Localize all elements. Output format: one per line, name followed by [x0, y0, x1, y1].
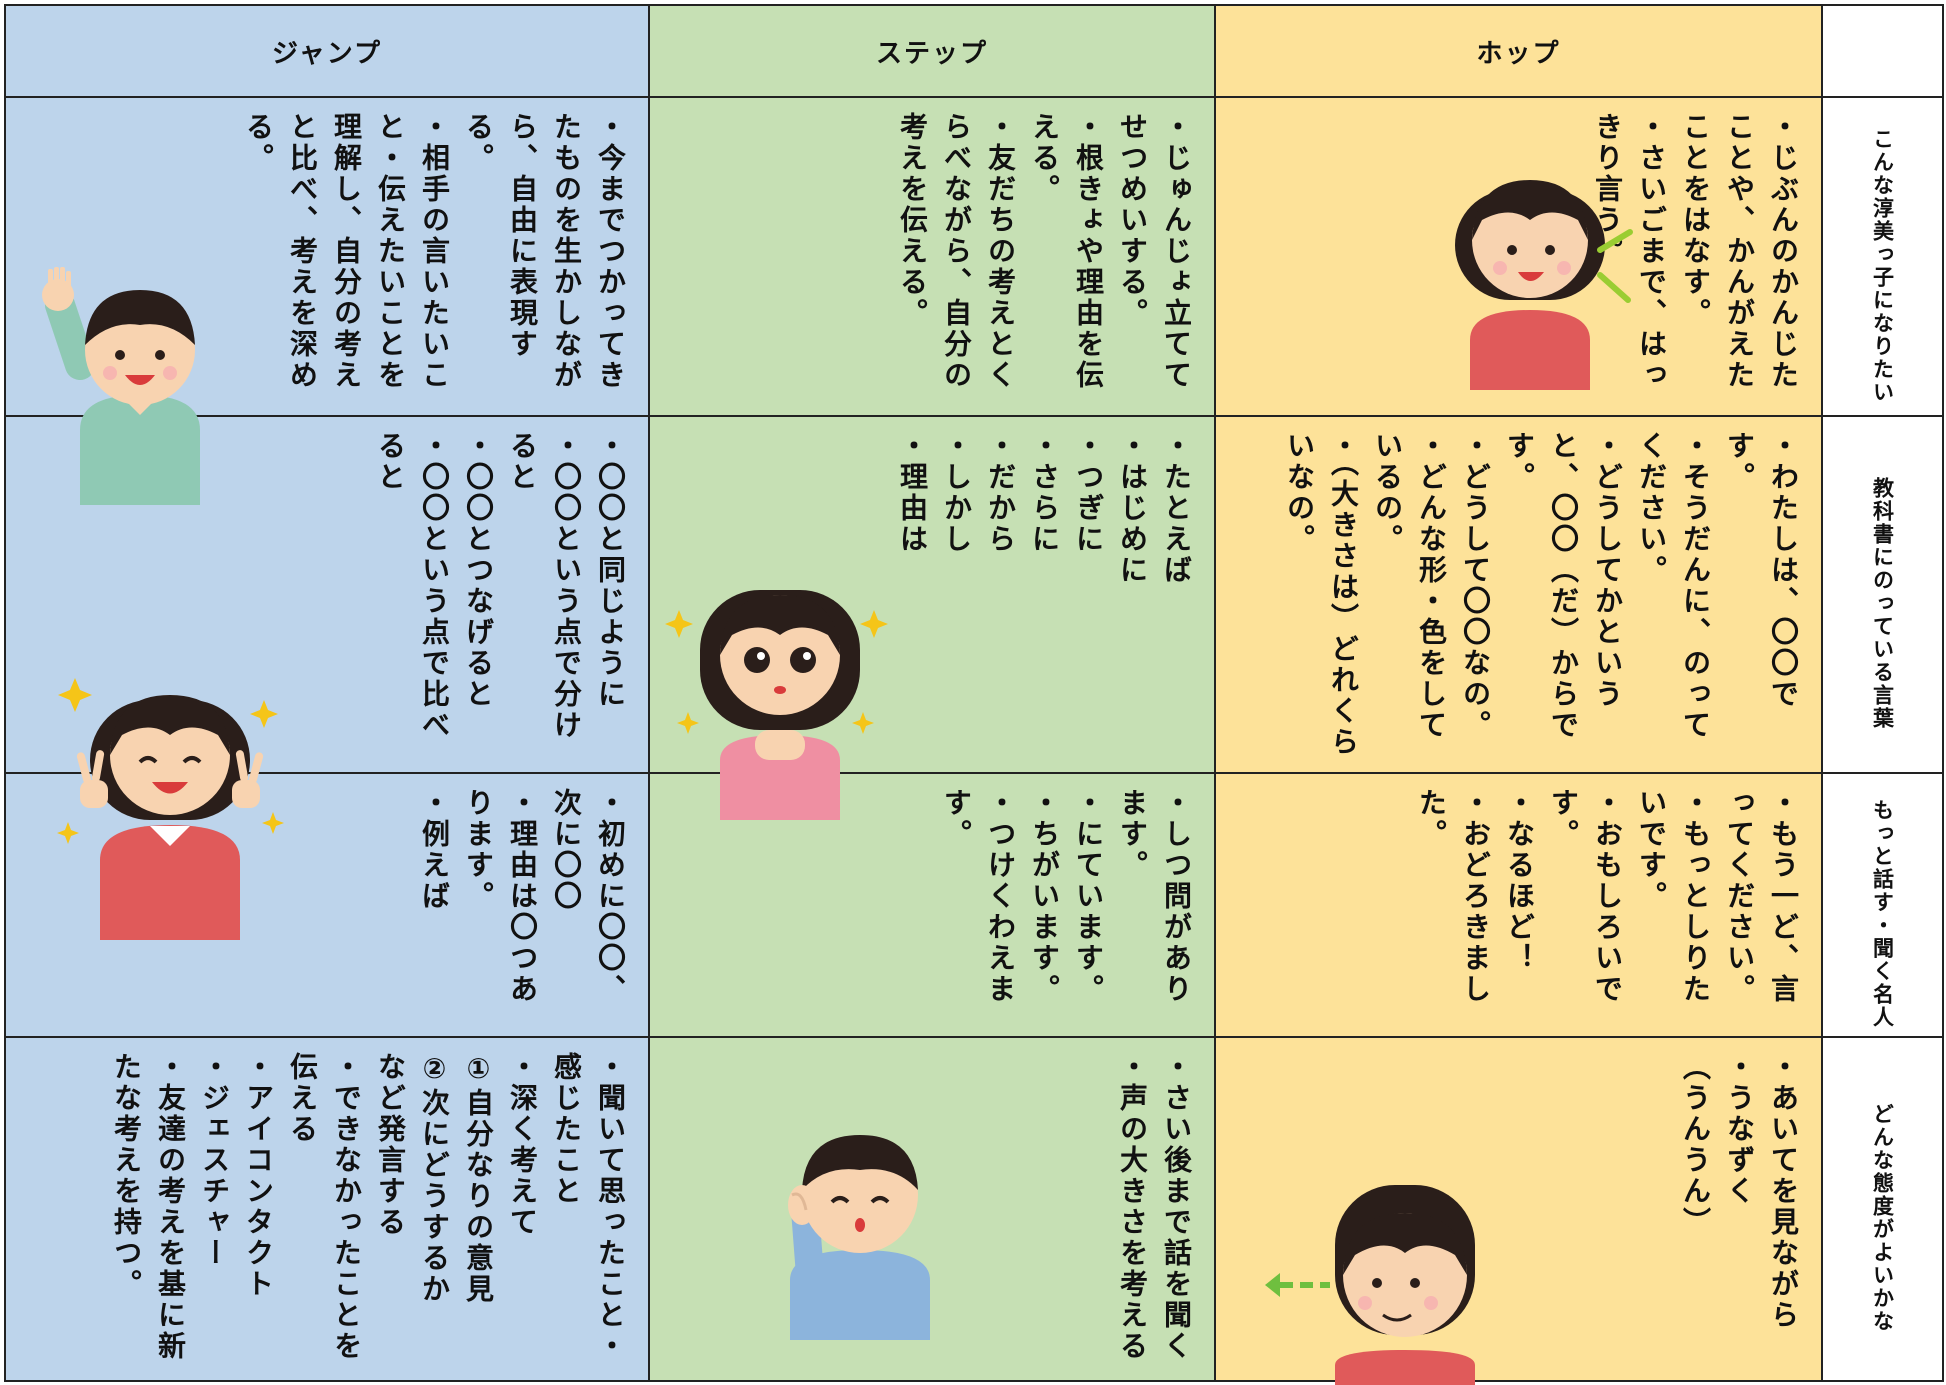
text-line: ・さらに — [1028, 431, 1061, 555]
row1-label: こんな淳美っ子になりたい — [1823, 98, 1944, 417]
row2-label: 教科書にのっている言葉 — [1823, 417, 1944, 774]
text-line: ②次にどうするか — [418, 1052, 451, 1305]
text-line: ・理由は〇つあります。 — [462, 788, 539, 1005]
text-line: ・あいてを見ながら — [1767, 1052, 1800, 1331]
header-step: ステップ — [650, 4, 1216, 98]
text-line: ・おもしろいです。 — [1547, 788, 1624, 1005]
row4-jump-cell: ・聞いて思ったこと・感じたこと ・深く考えて ①自分なりの意見 ②次にどうするか… — [4, 1038, 650, 1382]
text-line: ・うなずく — [1723, 1052, 1756, 1207]
text-line: ・もっとしりたいです。 — [1635, 788, 1712, 1005]
text-line: ・だから — [984, 431, 1017, 555]
text-line: ・初めに〇〇、次に〇〇 — [550, 788, 627, 1005]
talking-girl-icon — [1455, 180, 1633, 390]
text-line: ・友だちの考えとくらべながら、自分の考えを伝える。 — [896, 112, 1017, 391]
text-line: ・友達の考えを基に新たな考えを持つ。 — [110, 1052, 187, 1362]
raised-hand-boy-icon — [42, 267, 200, 505]
text-line: ・（大きさは）どれくらいなの。 — [1283, 431, 1360, 758]
row4-hop-cell: ・あいてを見ながら ・うなずく （うんうん） — [1216, 1038, 1823, 1382]
row3-hop-cell: ・もう一ど、言ってください。 ・もっとしりたいです。 ・おもしろいです。 ・なる… — [1216, 774, 1823, 1038]
text-line: ・たとえば — [1160, 431, 1193, 586]
text-line: ・じぶんのかんじたことや、かんがえたことをはなす。 — [1679, 112, 1800, 391]
text-line: ・〇〇と同じように — [594, 431, 627, 710]
text-line: ・そうだんに、のってください。 — [1635, 431, 1712, 741]
row2-hop-cell: ・わたしは、〇〇です。 ・そうだんに、のってください。 ・どうしてかというと、〇… — [1216, 417, 1823, 774]
row-label-text: どんな態度がよいかな — [1870, 1103, 1895, 1333]
row4-step-cell: ・さい後まで話を聞く ・声の大きさを考える — [650, 1038, 1216, 1382]
text-line: ・〇〇という点で分けると — [506, 431, 583, 741]
text-line: ・どうして〇〇なの。 — [1459, 431, 1492, 741]
text-line: ・にています。 — [1072, 788, 1105, 1005]
text-line: ・深く考えて — [506, 1052, 539, 1238]
text-line: ・はじめに — [1116, 431, 1149, 586]
text-line: ・つぎに — [1072, 431, 1105, 555]
text-line: ・どうしてかというと、〇〇（だ）からです。 — [1503, 431, 1624, 741]
text-line: ・なるほど！ — [1503, 788, 1536, 974]
text-line: ・例えば — [418, 788, 451, 912]
row-label-text: 教科書にのっている言葉 — [1870, 477, 1895, 730]
text-line: ・理由は — [896, 431, 929, 555]
text-line: ・声の大きさを考える — [1116, 1052, 1149, 1362]
text-line: ・もう一ど、言ってください。 — [1723, 788, 1800, 1005]
text-line: ・しつ問があります。 — [1116, 788, 1193, 1005]
text-line: ・どんな形・色をしているの。 — [1371, 431, 1448, 741]
row3-label: もっと話す・聞く名人 — [1823, 774, 1944, 1038]
wondering-girl-icon — [665, 590, 888, 820]
text-line: ・〇〇とつなげると — [462, 431, 495, 710]
text-line: ・しかし — [940, 431, 973, 555]
text-line: ・わたしは、〇〇です。 — [1723, 431, 1800, 710]
text-line: ・できなかったことを伝える — [286, 1052, 363, 1362]
text-line: ・おどろきました。 — [1415, 788, 1492, 1005]
text-line: ・聞いて思ったこと・感じたこと — [550, 1052, 627, 1362]
looking-girl-icon — [1265, 1185, 1475, 1385]
text-line: ・〇〇という点で比べると — [374, 431, 451, 741]
text-line: ①自分なりの意見 — [462, 1052, 495, 1305]
text-line: ・さい後まで話を聞く — [1160, 1052, 1193, 1362]
text-line: など発言する — [374, 1052, 407, 1238]
row4-label: どんな態度がよいかな — [1823, 1038, 1944, 1382]
row-label-text: もっと話す・聞く名人 — [1870, 799, 1895, 1029]
text-line: ・ジェスチャー — [198, 1052, 231, 1269]
peace-sign-girl-icon — [57, 678, 284, 940]
header-hop: ホップ — [1216, 4, 1823, 98]
row1-step-cell: ・じゅんじょ立ててせつめいする。 ・根きょや理由を伝える。 ・友だちの考えとくら… — [650, 98, 1216, 417]
text-line: ・今までつかってきたものを生かしながら、自由に表現する。 — [462, 112, 627, 391]
row-label-text: こんな淳美っ子になりたい — [1870, 127, 1895, 404]
text-line: （うんうん） — [1679, 1052, 1712, 1238]
row3-jump-cell: ・初めに〇〇、次に〇〇 ・理由は〇つあります。 ・例えば — [4, 774, 650, 1038]
header-jump: ジャンプ — [4, 4, 650, 98]
text-line: ・アイコンタクト — [242, 1052, 275, 1300]
text-line: ・相手の言いたいこと・伝えたいことを理解し、自分の考えと比べ、考えを深める。 — [242, 112, 451, 391]
text-line: ・つけくわえます。 — [940, 788, 1017, 1005]
text-line: ・ちがいます。 — [1028, 788, 1061, 1005]
text-line: ・根きょや理由を伝える。 — [1028, 112, 1105, 391]
header-label — [1823, 4, 1944, 98]
text-line: ・じゅんじょ立ててせつめいする。 — [1116, 112, 1193, 391]
listening-boy-icon — [788, 1135, 930, 1340]
